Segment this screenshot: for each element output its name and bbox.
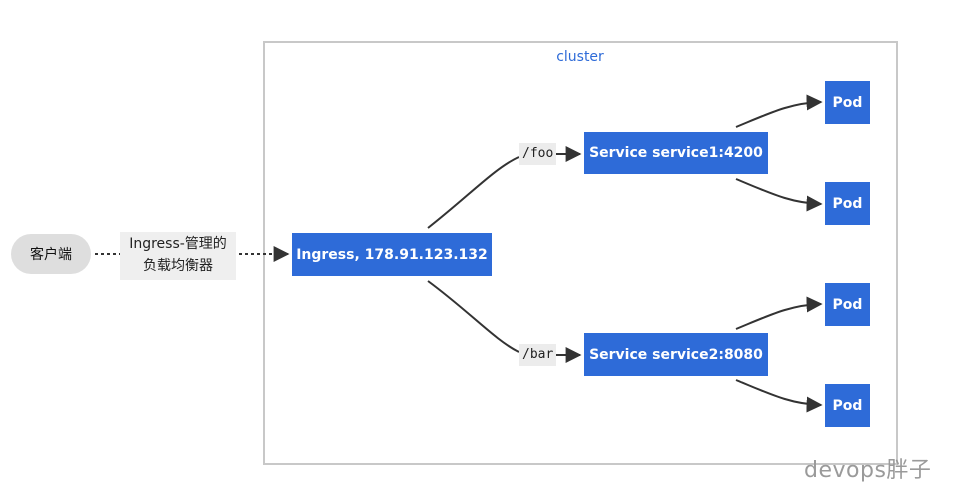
pod-node: Pod xyxy=(825,384,870,427)
pod-node: Pod xyxy=(825,182,870,225)
edge-ingress-to-foo xyxy=(427,156,520,229)
client-node: 客户端 xyxy=(11,234,91,274)
route-label-foo: /foo xyxy=(519,143,557,165)
edge-service2-to-pod4 xyxy=(735,379,823,413)
edge-service1-to-pod1 xyxy=(735,94,823,128)
pod-node: Pod xyxy=(825,81,870,124)
client-edge-label: Ingress-管理的 负载均衡器 xyxy=(120,232,236,280)
edge-service1-to-pod2 xyxy=(735,178,823,212)
service2-node: Service service2:8080 xyxy=(584,333,768,376)
edge-ingress-to-bar xyxy=(427,280,520,353)
ingress-node: Ingress, 178.91.123.132 xyxy=(292,233,492,276)
edge-service2-to-pod3 xyxy=(735,296,823,330)
pod-node: Pod xyxy=(825,283,870,326)
watermark: devops胖子 xyxy=(804,458,932,483)
route-label-bar: /bar xyxy=(519,344,557,366)
client-edge-label-line1: Ingress-管理的 xyxy=(129,236,227,252)
cluster-label: cluster xyxy=(556,49,604,65)
client-edge-label-line2: 负载均衡器 xyxy=(143,258,213,274)
service1-node: Service service1:4200 xyxy=(584,132,768,174)
